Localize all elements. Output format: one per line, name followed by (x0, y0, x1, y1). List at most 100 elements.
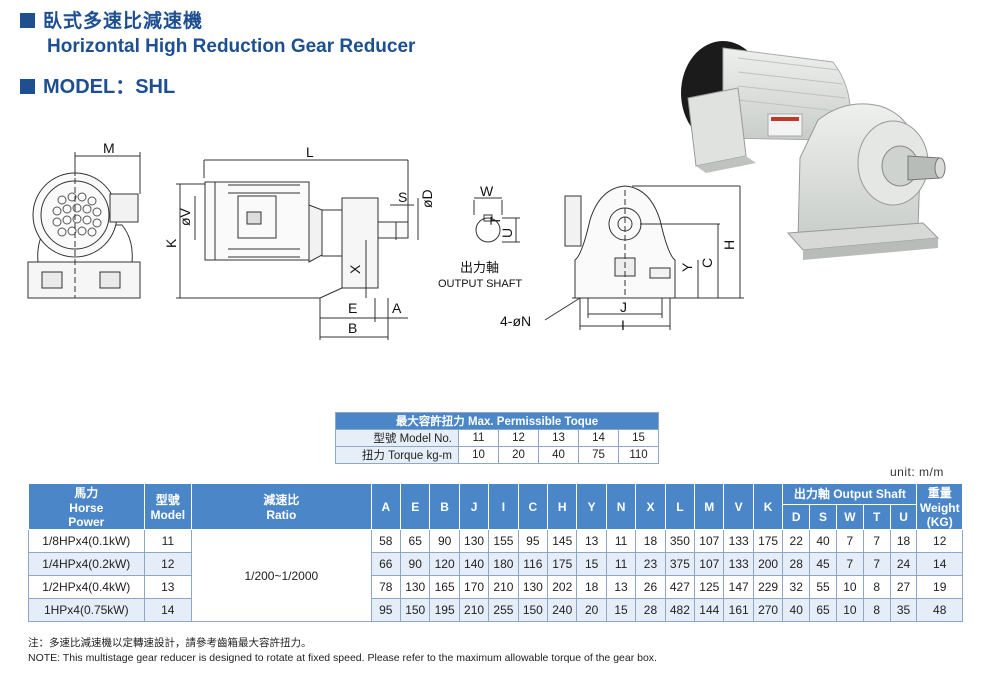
header-shaft-dim: U (889, 503, 918, 531)
header-shaft-dim: D (782, 503, 811, 531)
note-en: NOTE: This multistage gear reducer is de… (28, 652, 657, 664)
value-cell: 45 (809, 552, 837, 576)
value-cell: 15 (605, 598, 637, 622)
dim-U: U (499, 228, 515, 238)
value-cell: 125 (694, 575, 725, 599)
value-cell: 13 (605, 575, 637, 599)
header-power-en1: Horse (69, 501, 104, 515)
value-cell: 155 (488, 529, 519, 553)
value-cell: 27 (889, 575, 918, 599)
value-cell: 10 (835, 575, 864, 599)
value-cell: 65 (400, 529, 431, 553)
header-model-en: Model (150, 508, 186, 522)
header-dim: Y (576, 483, 607, 530)
value-cell: 66 (370, 552, 402, 576)
title-zh-text: 臥式多速比減速機 (43, 10, 204, 32)
value-cell: 195 (429, 598, 460, 622)
header-dim: C (517, 483, 549, 530)
header-power-en2: Power (68, 515, 105, 529)
value-cell: 107 (694, 552, 725, 576)
value-cell: 35 (889, 598, 918, 622)
torque-value-cell: 20 (498, 446, 539, 464)
power-cell: 1/4HPx4(0.2kW) (28, 552, 145, 576)
torque-value-label: 扭力 Torque kg-m (335, 446, 459, 464)
model-text: MODEL：SHL (43, 76, 176, 98)
model-cell: 14 (143, 598, 193, 622)
dim-I: I (621, 317, 625, 333)
header-shaft-dim: T (862, 503, 891, 531)
value-cell: 200 (752, 552, 784, 576)
value-cell: 7 (835, 529, 864, 553)
value-cell: 95 (517, 529, 549, 553)
torque-model-cell: 12 (498, 429, 539, 447)
dim-M: M (103, 140, 115, 156)
value-cell: 180 (488, 552, 519, 576)
shaft-detail (473, 197, 520, 243)
value-cell: 270 (752, 598, 784, 622)
dim-D: øD (419, 189, 435, 208)
value-cell: 55 (809, 575, 837, 599)
value-cell: 229 (752, 575, 784, 599)
dim-H: H (721, 240, 737, 250)
header-weight-en2: (KG) (926, 515, 953, 529)
model-cell: 11 (143, 529, 193, 553)
value-cell: 482 (664, 598, 696, 622)
product-image (681, 41, 946, 260)
value-cell: 130 (517, 575, 549, 599)
value-cell: 255 (488, 598, 519, 622)
header-dim: X (635, 483, 666, 530)
value-cell: 13 (576, 529, 607, 553)
header-weight: 重量 Weight (KG) (916, 483, 963, 530)
value-cell: 133 (723, 529, 754, 553)
value-cell: 14 (916, 552, 963, 576)
bullet-square (20, 13, 35, 28)
dim-K: K (163, 238, 179, 248)
value-cell: 161 (723, 598, 754, 622)
header-dim: B (429, 483, 460, 530)
value-cell: 8 (862, 575, 891, 599)
dim-A: A (392, 300, 402, 316)
header-ratio-en: Ratio (266, 508, 297, 522)
value-cell: 120 (429, 552, 460, 576)
header-model-zh: 型號 (155, 493, 180, 507)
value-cell: 150 (517, 598, 549, 622)
header-dim: V (723, 483, 754, 530)
header-shaft-dim: W (835, 503, 864, 531)
dim-S: S (398, 189, 407, 205)
value-cell: 40 (782, 598, 811, 622)
header-model: 型號 Model (143, 483, 193, 530)
value-cell: 58 (370, 529, 402, 553)
torque-model-cell: 11 (458, 429, 499, 447)
value-cell: 19 (916, 575, 963, 599)
model-cell: 13 (143, 575, 193, 599)
value-cell: 175 (752, 529, 784, 553)
torque-table: 最大容許扭力 Max. Permissible Toque 型號 Model N… (335, 412, 659, 464)
torque-value-cell: 110 (618, 446, 659, 464)
torque-model-cell: 14 (578, 429, 619, 447)
unit-label: unit: m/m (890, 465, 944, 479)
value-cell: 130 (458, 529, 490, 553)
end-view (544, 185, 744, 330)
value-cell: 116 (517, 552, 549, 576)
dim-L: L (306, 144, 314, 160)
value-cell: 11 (605, 552, 637, 576)
dim-T: T (487, 216, 503, 225)
value-cell: 240 (547, 598, 578, 622)
spec-table: 馬力 Horse Power 型號 Model 減速比 Ratio A E B … (28, 483, 963, 622)
torque-value-cell: 40 (538, 446, 579, 464)
output-shaft-zh: 出力軸 (460, 260, 499, 275)
torque-value-cell: 75 (578, 446, 619, 464)
power-cell: 1/2HPx4(0.4kW) (28, 575, 145, 599)
value-cell: 427 (664, 575, 696, 599)
value-cell: 202 (547, 575, 578, 599)
torque-table-title: 最大容許扭力 Max. Permissible Toque (335, 412, 659, 430)
value-cell: 165 (429, 575, 460, 599)
value-cell: 150 (400, 598, 431, 622)
value-cell: 10 (835, 598, 864, 622)
value-cell: 18 (889, 529, 918, 553)
model-cell: 12 (143, 552, 193, 576)
